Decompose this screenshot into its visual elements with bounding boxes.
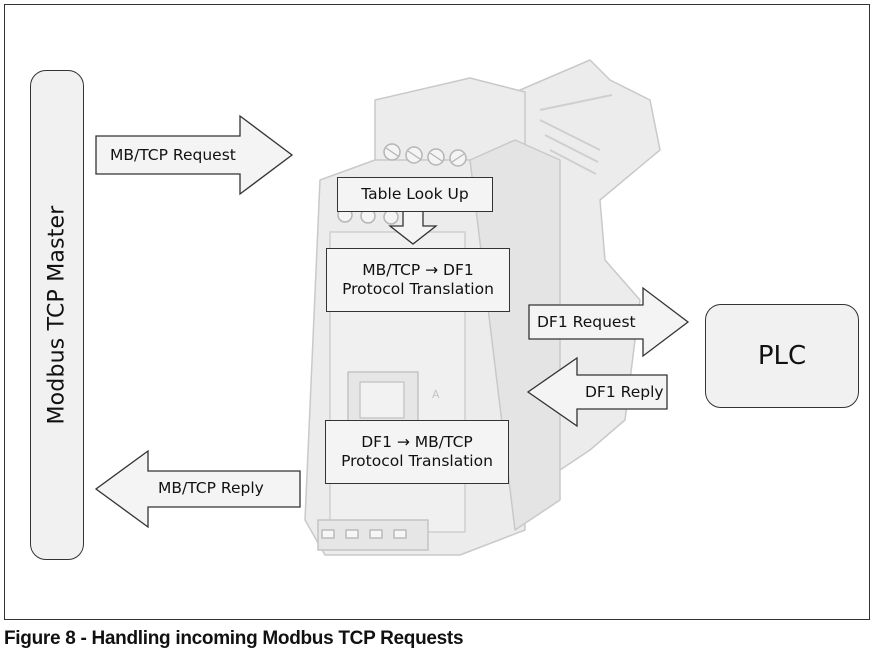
svg-text:A: A	[432, 388, 440, 401]
table-lookup-label: Table Look Up	[361, 184, 469, 203]
mbtcp-to-df1-line2: Protocol Translation	[342, 280, 494, 298]
figure-frame	[4, 4, 870, 620]
df1-to-mbtcp-line1: DF1 → MB/TCP	[361, 432, 473, 451]
mbtcp-reply-label: MB/TCP Reply	[158, 479, 264, 497]
mbtcp-request-arrow	[95, 114, 294, 196]
plc-box: PLC	[705, 304, 859, 408]
mbtcp-request-label: MB/TCP Request	[110, 146, 236, 164]
df1-reply-label: DF1 Reply	[585, 383, 664, 401]
mbtcp-to-df1-translation-box: MB/TCP → DF1 Protocol Translation	[326, 248, 510, 312]
mbtcp-reply-arrow	[94, 449, 301, 529]
df1-reply-arrow	[526, 356, 668, 428]
df1-request-label: DF1 Request	[537, 313, 636, 331]
figure-caption: Figure 8 - Handling incoming Modbus TCP …	[4, 628, 464, 649]
df1-to-mbtcp-translation-box: DF1 → MB/TCP Protocol Translation	[325, 420, 509, 484]
mbtcp-to-df1-line1: MB/TCP → DF1	[362, 260, 474, 279]
table-lookup-box: Table Look Up	[337, 177, 493, 212]
modbus-tcp-master-label: Modbus TCP Master	[44, 205, 70, 425]
df1-to-mbtcp-line2: Protocol Translation	[341, 452, 493, 470]
modbus-tcp-master-box	[30, 70, 84, 560]
df1-request-arrow	[528, 286, 690, 358]
plc-label: PLC	[757, 341, 807, 371]
